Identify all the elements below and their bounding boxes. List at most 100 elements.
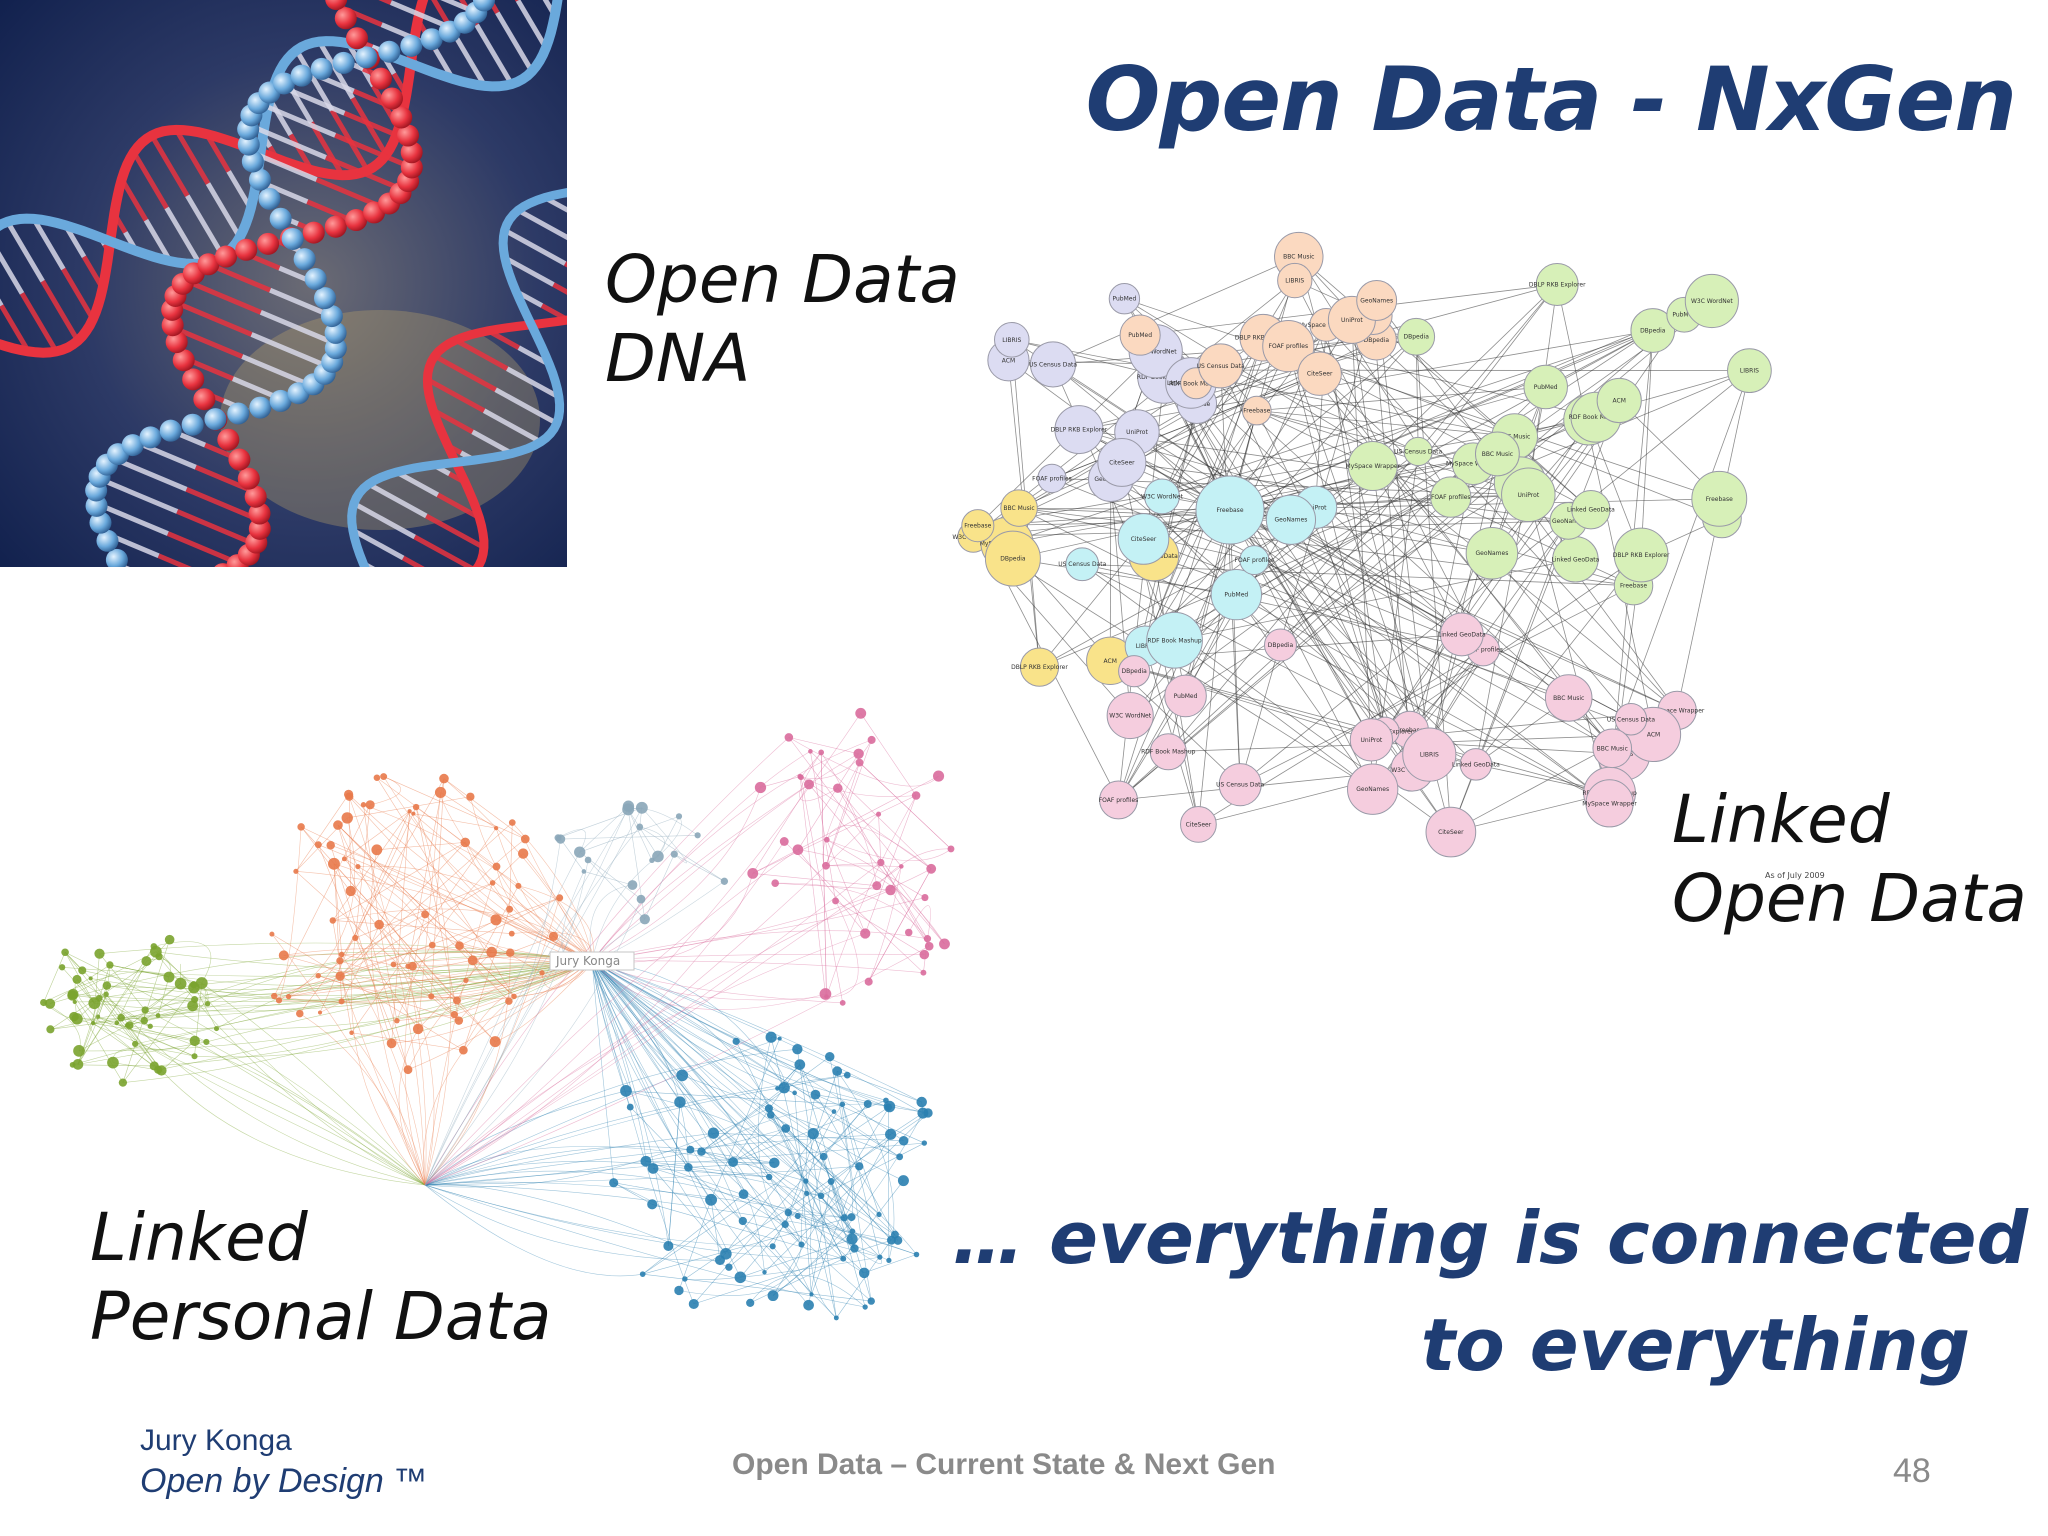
social-edge — [820, 752, 878, 886]
social-edge — [613, 1182, 653, 1205]
dna-bead — [181, 413, 204, 436]
social-edge — [339, 822, 513, 977]
dna-bead — [324, 337, 347, 360]
social-node — [88, 997, 101, 1010]
social-node — [725, 1263, 733, 1271]
social-edge — [341, 954, 466, 981]
dna-rung — [241, 354, 313, 388]
social-node — [505, 997, 513, 1005]
social-edge — [376, 777, 515, 997]
social-edge — [330, 844, 593, 962]
social-edge — [591, 960, 890, 1107]
lod-edge — [1256, 410, 1515, 437]
social-edge — [77, 946, 155, 1065]
dna-rung — [185, 194, 226, 258]
social-edge — [74, 1001, 124, 1083]
social-edge — [407, 778, 445, 967]
dna-label: Open Data DNA — [605, 240, 960, 398]
lod-node — [1198, 343, 1244, 389]
lod-node — [1349, 718, 1394, 762]
lod-node — [1356, 280, 1398, 321]
social-edge — [339, 778, 445, 961]
social-edge — [591, 960, 824, 1157]
lod-node-label: RDF Book Mashup — [1137, 374, 1192, 381]
lod-node-label: DBpedia — [1364, 337, 1390, 344]
social-edge — [591, 960, 896, 1235]
social-node — [627, 880, 638, 890]
social-node — [345, 885, 356, 897]
dna-bead — [139, 426, 162, 449]
lod-edge — [1220, 365, 1419, 452]
dna-bead — [334, 7, 357, 30]
social-node — [520, 834, 530, 844]
social-node — [663, 1240, 674, 1251]
social-edge — [825, 762, 860, 866]
social-node — [872, 881, 882, 891]
social-edge — [591, 960, 800, 1065]
social-edge — [376, 842, 466, 851]
social-node — [149, 1061, 159, 1071]
social-edge — [735, 1041, 844, 1259]
social-edge — [50, 1015, 159, 1030]
lod-node-label: DBLP RKB Explorer — [1011, 664, 1068, 671]
lod-node-label: CiteSeer — [1109, 459, 1135, 466]
lod-node — [1239, 545, 1270, 576]
social-edge — [836, 1071, 872, 1302]
social-node — [916, 1096, 927, 1108]
social-edge — [412, 919, 497, 967]
social-node — [926, 863, 937, 874]
social-edge — [800, 739, 872, 779]
social-node — [775, 1086, 780, 1091]
social-edge — [701, 1151, 806, 1182]
social-edge — [812, 1133, 853, 1240]
social-edge — [424, 737, 790, 1186]
social-node — [694, 832, 701, 839]
social-edge — [78, 960, 593, 1052]
social-node — [792, 1090, 797, 1096]
social-node — [686, 1145, 695, 1154]
social-edge — [591, 960, 727, 1254]
social-node — [921, 894, 929, 902]
social-edge — [557, 829, 586, 853]
social-edge — [732, 1128, 786, 1163]
dna-rung — [433, 353, 497, 392]
dna-bead — [345, 209, 368, 232]
social-node — [408, 961, 417, 971]
social-node — [765, 1031, 777, 1043]
lod-node — [1459, 748, 1493, 781]
social-edge — [591, 960, 712, 1200]
lod-node — [1164, 674, 1207, 718]
social-edge — [591, 753, 859, 962]
social-edge — [78, 1025, 128, 1052]
dna-rung — [454, 338, 509, 371]
lod-node-label: DBLP RKB Explorer — [1613, 552, 1670, 559]
social-edge — [591, 960, 835, 1112]
social-node — [746, 1298, 755, 1307]
dna-rung — [401, 555, 425, 567]
dna-rung — [351, 528, 405, 561]
dna-rung — [172, 325, 244, 359]
social-edge — [644, 854, 675, 920]
social-edge — [351, 827, 497, 1033]
social-edge — [424, 1088, 778, 1186]
dna-bead — [227, 402, 250, 425]
social-edge — [92, 1022, 155, 1067]
dna-rung — [172, 299, 253, 337]
social-edge — [77, 1041, 207, 1065]
social-edge — [591, 960, 807, 1194]
social-node — [88, 976, 93, 981]
social-edge — [332, 811, 410, 921]
social-node — [766, 1111, 775, 1119]
dna-rung — [164, 206, 202, 265]
social-edge — [591, 960, 689, 1168]
social-node — [195, 977, 208, 989]
social-edge — [668, 1102, 681, 1246]
lod-edge — [1475, 554, 1642, 765]
social-node — [855, 1162, 864, 1171]
social-edge — [837, 1070, 922, 1103]
social-node — [833, 783, 843, 793]
social-edge — [424, 1184, 866, 1308]
social-node — [428, 993, 435, 1000]
social-edge — [591, 873, 754, 963]
lod-node — [1117, 513, 1170, 565]
